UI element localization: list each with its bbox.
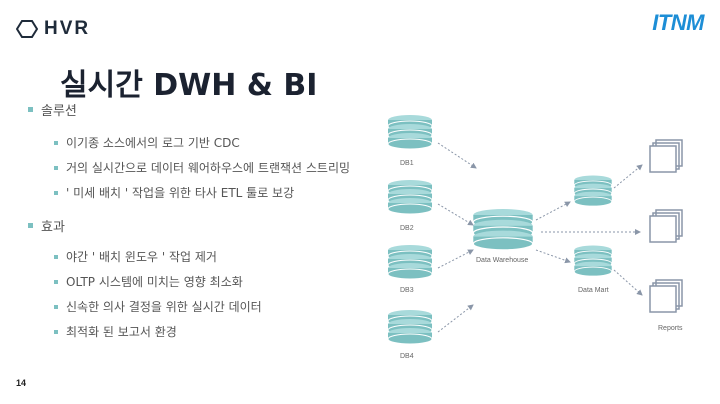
bullet-marker <box>28 223 33 228</box>
itnm-logo: ITNM <box>652 10 704 35</box>
list-item-text: 야간 ' 배치 윈도우 ' 작업 제거 <box>66 250 217 264</box>
bullet-marker <box>54 305 58 309</box>
arrow-db4 <box>437 304 474 333</box>
report-icon-bottom <box>649 279 683 313</box>
arrow-db1 <box>437 142 477 169</box>
arrow-dw-to-mart-upper <box>535 201 571 221</box>
arrow-db2 <box>437 203 474 226</box>
db1-label: DB1 <box>400 160 414 167</box>
arrow-db3 <box>437 249 474 269</box>
bullet-marker <box>54 330 58 334</box>
bullet-marker <box>28 107 33 112</box>
db1-icon <box>387 114 433 150</box>
hvr-logo-text: HVR <box>44 18 91 39</box>
list-item-text: OLTP 시스템에 미치는 영향 최소화 <box>66 275 243 289</box>
section-heading-text: 솔루션 <box>41 104 77 119</box>
db4-icon <box>387 309 433 345</box>
bullet-marker <box>54 166 58 170</box>
list-item-text: 거의 실시간으로 데이터 웨어하우스에 트랜잭션 스트리밍 <box>66 161 351 175</box>
db3-label: DB3 <box>400 287 414 294</box>
data-mart-icon-upper <box>573 175 613 207</box>
list-item: ' 미세 배치 ' 작업을 위한 타사 ETL 툴로 보강 <box>54 185 368 202</box>
data-mart-icon-lower <box>573 245 613 277</box>
db4-label: DB4 <box>400 353 414 360</box>
bullet-list: 솔루션 이기종 소스에서의 로그 기반 CDC 거의 실시간으로 데이터 웨어하… <box>28 100 368 341</box>
bullet-marker <box>54 255 58 259</box>
list-item-text: 신속한 의사 결정을 위한 실시간 데이터 <box>66 300 262 314</box>
bullet-marker <box>54 280 58 284</box>
list-item-text: 이기종 소스에서의 로그 기반 CDC <box>66 136 240 150</box>
data-warehouse-icon <box>472 208 534 251</box>
data-warehouse-label: Data Warehouse <box>476 257 528 264</box>
db2-icon <box>387 179 433 215</box>
hexagon-logo-icon <box>16 20 38 38</box>
arrow-mart-to-report-top <box>613 164 643 189</box>
report-icon-top <box>649 139 683 173</box>
list-item-text: ' 미세 배치 ' 작업을 위한 타사 ETL 툴로 보강 <box>66 186 295 200</box>
data-mart-label: Data Mart <box>578 287 609 294</box>
arrow-dw-to-mart-lower <box>535 249 571 264</box>
list-item-text: 최적화 된 보고서 환경 <box>66 325 177 339</box>
db3-icon <box>387 244 433 280</box>
bullet-marker <box>54 141 58 145</box>
bullet-marker <box>54 191 58 195</box>
list-item: 이기종 소스에서의 로그 기반 CDC <box>54 135 368 152</box>
section-heading-effect: 효과 <box>28 216 368 235</box>
list-item: 최적화 된 보고서 환경 <box>54 324 368 341</box>
reports-label: Reports <box>658 325 683 332</box>
slide-title: 실시간 DWH & BI <box>60 68 318 103</box>
list-item: OLTP 시스템에 미치는 영향 최소화 <box>54 274 368 291</box>
list-item: 신속한 의사 결정을 위한 실시간 데이터 <box>54 299 368 316</box>
section-heading-solution: 솔루션 <box>28 100 368 119</box>
hvr-logo: HVR <box>16 18 91 39</box>
report-icon-middle <box>649 209 683 243</box>
arrow-mart-to-report-bottom <box>613 269 643 296</box>
page-number: 14 <box>16 378 27 388</box>
list-item: 야간 ' 배치 윈도우 ' 작업 제거 <box>54 249 368 266</box>
data-flow-diagram: DB1 DB2 DB3 DB4 Data Warehouse Data Mart <box>387 114 683 360</box>
flow-arrows <box>437 142 643 333</box>
db2-label: DB2 <box>400 225 414 232</box>
list-item: 거의 실시간으로 데이터 웨어하우스에 트랜잭션 스트리밍 <box>54 160 364 177</box>
section-heading-text: 효과 <box>41 220 65 235</box>
